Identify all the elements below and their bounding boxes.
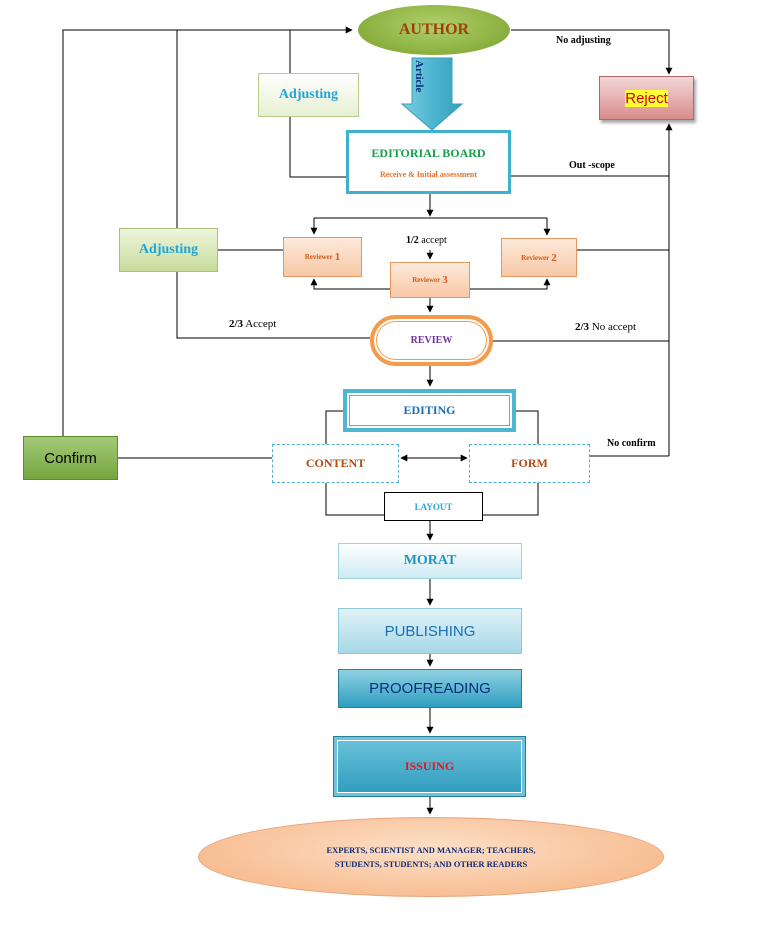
reject-node: Reject bbox=[599, 76, 694, 120]
adjusting-mid-node: Adjusting bbox=[119, 228, 218, 272]
issuing-node: ISSUING bbox=[333, 736, 526, 797]
two-thirds-no-accept-label: 2/3 No accept bbox=[575, 321, 637, 333]
edge-two-thirds-accept bbox=[176, 272, 370, 339]
readers-line-1: EXPERTS, SCIENTIST AND MANAGER; TEACHERS… bbox=[326, 844, 536, 855]
edge-no-adjusting bbox=[511, 29, 673, 75]
article-label: Article bbox=[413, 60, 425, 93]
edge-adjusting-top-down bbox=[289, 117, 346, 178]
edge-content-down bbox=[325, 483, 384, 516]
editorial-board-node: EDITORIAL BOARD Receive & Initial assess… bbox=[346, 130, 511, 194]
adjusting-top-node: Adjusting bbox=[258, 73, 359, 117]
out-scope-label: Out -scope bbox=[569, 160, 615, 171]
no-confirm-label: No confirm bbox=[607, 438, 656, 449]
content-node: CONTENT bbox=[272, 444, 399, 483]
editing-node: EDITING bbox=[343, 389, 516, 432]
readers-line-2: STUDENTS, STUDENTS; AND OTHER READERS bbox=[334, 859, 528, 869]
editorial-board-subtitle: Receive & Initial assessment bbox=[379, 169, 478, 179]
editorial-board-title: EDITORIAL BOARD bbox=[371, 145, 486, 160]
author-node: AUTHOR bbox=[358, 5, 510, 55]
review-node: REVIEW bbox=[370, 315, 493, 366]
proofreading-node: PROOFREADING bbox=[338, 669, 522, 708]
two-thirds-accept-label: 2/3 Accept bbox=[229, 318, 277, 330]
morat-node: MORAT bbox=[338, 543, 522, 579]
edge-form-down bbox=[483, 483, 539, 516]
edge-editing-right bbox=[516, 410, 539, 444]
form-node: FORM bbox=[469, 444, 590, 483]
publishing-node: PUBLISHING bbox=[338, 608, 522, 654]
layout-node: LAYOUT bbox=[384, 492, 483, 521]
no-adjusting-label: No adjusting bbox=[556, 35, 611, 46]
edge-editing-left bbox=[325, 410, 343, 444]
article-arrow bbox=[400, 57, 464, 131]
edge-reviewer3-right bbox=[470, 278, 551, 290]
readers-node: EXPERTS, SCIENTIST AND MANAGER; TEACHERS… bbox=[198, 817, 664, 897]
edge-confirm-to-author bbox=[62, 26, 353, 437]
confirm-node: Confirm bbox=[23, 436, 118, 480]
edge-reviewer3-left bbox=[310, 278, 390, 290]
half-accept-label: 1/2 accept bbox=[406, 235, 447, 246]
